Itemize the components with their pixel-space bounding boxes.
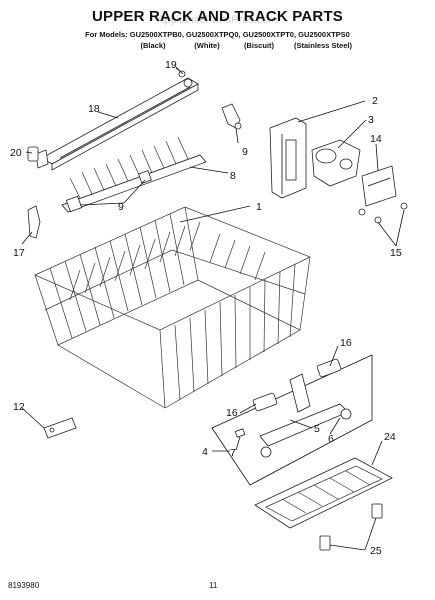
models-line: For Models: GU2500XTPB0, GU2500XTPQ0, GU… [85, 30, 350, 39]
callout-16-lower: 16 [226, 407, 238, 419]
variant-white: (White) [194, 41, 220, 50]
callout-6: 6 [328, 433, 334, 445]
variant-black: (Black) [140, 41, 166, 50]
callout-9-upper: 9 [242, 146, 248, 158]
callout-17: 17 [13, 247, 25, 259]
part-17-clip [27, 205, 41, 239]
page-title: UPPER RACK AND TRACK PARTS [91, 8, 344, 25]
page-number: 11 [209, 581, 218, 590]
part-6-wheels [260, 408, 352, 458]
part-1-upper-rack [34, 206, 311, 409]
part-18-rail [35, 77, 199, 171]
part-3-roller-housing [311, 139, 361, 187]
callout-14: 14 [370, 133, 382, 145]
part-12-bracket [43, 417, 77, 439]
callout-9-lower: 9 [118, 201, 124, 213]
callout-numbers: 19 18 20 9 8 9 17 2 3 14 1 15 16 16 12 5… [10, 59, 402, 557]
parts-group-box [211, 354, 373, 486]
callout-19: 19 [165, 59, 177, 71]
part-16-slides [252, 358, 342, 412]
callout-1: 1 [256, 201, 262, 213]
callout-15: 15 [390, 247, 402, 259]
leader-lines [21, 66, 405, 551]
watermark: AppliancePartsPros.com [157, 14, 278, 26]
callout-4: 4 [202, 446, 208, 458]
part-14-bracket [361, 165, 397, 207]
callout-16-upper: 16 [340, 337, 352, 349]
callout-18: 18 [88, 103, 100, 115]
callout-7: 7 [230, 447, 236, 459]
part-20-end-cap [27, 146, 39, 162]
variant-stainless-steel: (Stainless Steel) [294, 41, 352, 50]
part-15-screws [358, 202, 408, 224]
part-8-tine-row [61, 136, 207, 213]
document-number: 8193980 [8, 581, 40, 590]
callout-20: 20 [10, 147, 22, 159]
variant-biscuit: (Biscuit) [244, 41, 274, 50]
callout-3: 3 [368, 114, 374, 126]
part-7-clip [234, 428, 246, 438]
rack-side-wires [49, 213, 296, 401]
callout-5: 5 [314, 423, 320, 435]
part-24-tray [254, 457, 393, 529]
part-2-track [269, 117, 307, 199]
rack-tines [69, 221, 266, 301]
part-19-screw [175, 67, 186, 78]
callout-2: 2 [372, 95, 378, 107]
part-9-clip-upper [221, 103, 242, 130]
callout-24: 24 [384, 431, 396, 443]
callout-8: 8 [230, 170, 236, 182]
part-5-track-arm [259, 373, 349, 447]
part-25-clips [319, 503, 383, 551]
callout-12: 12 [13, 401, 25, 413]
callout-25: 25 [370, 545, 382, 557]
